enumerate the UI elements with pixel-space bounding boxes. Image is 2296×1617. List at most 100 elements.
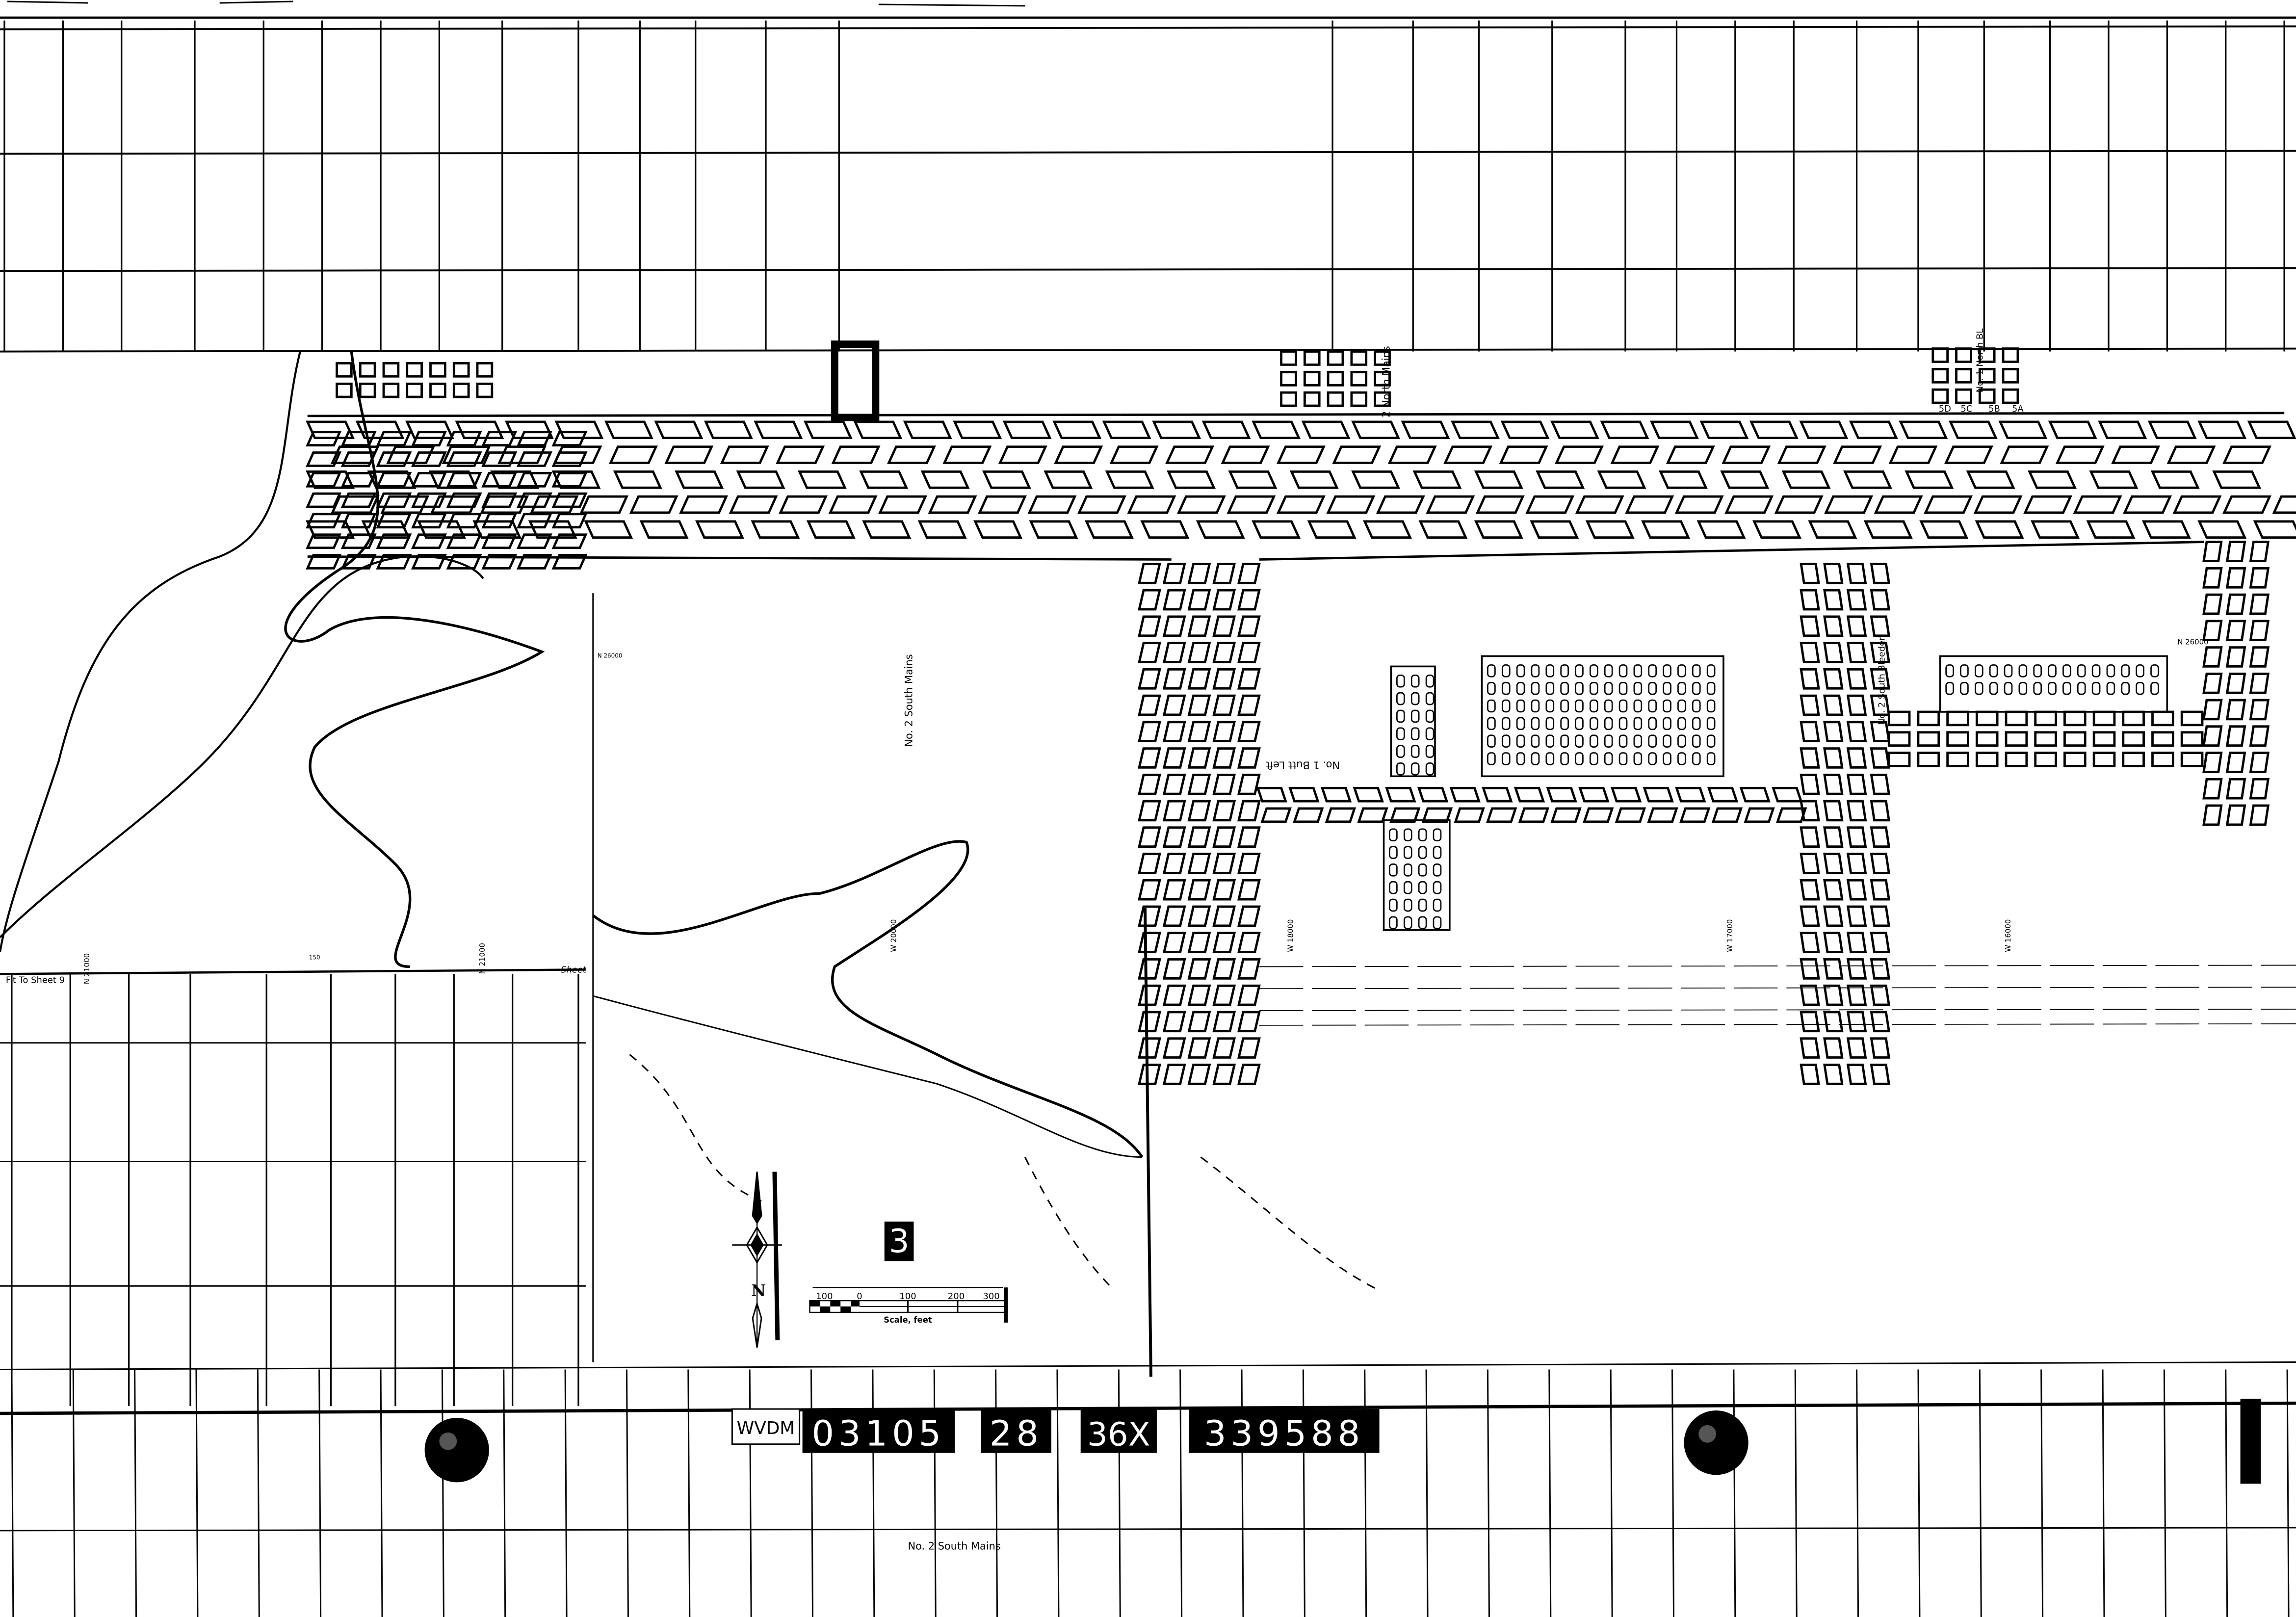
coal-pillar [1946,731,1969,747]
scale-tick-label: 100 [899,1291,916,1302]
coal-pillar [340,554,377,570]
coal-pillar [1870,800,1891,822]
coal-pillar [1658,470,1708,489]
coal-pillar [1615,807,1646,823]
coal-pillar [516,492,552,508]
coal-pillar [613,470,662,489]
room-pillar [1692,699,1701,713]
coal-pillar [1955,388,1972,404]
coal-pillar [2151,731,2174,747]
coal-pillar [1777,445,1826,464]
grid-line [2102,1369,2105,1617]
room-pillar [2077,664,2086,678]
coal-pillar [1374,350,1391,366]
room-pillar [1418,863,1427,877]
coal-pillar [516,533,552,549]
coal-pillar [1823,721,1844,743]
coal-pillar [1887,752,1911,767]
coal-pillar [1027,495,1077,514]
coal-pillar [2197,520,2247,539]
coal-pillar [1948,420,1998,440]
room-pillar [1403,863,1412,877]
room-pillar [1545,752,1555,765]
room-pillar [1487,734,1496,748]
coal-pillar [406,382,423,398]
coal-pillar [1176,495,1226,514]
coal-pillar [1212,694,1236,716]
coal-pillar [1212,721,1236,743]
coal-pillar [1650,420,1699,440]
coal-pillar [306,533,342,549]
coal-pillar [1326,495,1376,514]
coal-pillar [1870,668,1891,690]
coal-pillar [1187,984,1211,1006]
coal-pillar [920,470,970,489]
room-pillar [1389,881,1398,894]
sheet-grid [0,16,2296,1617]
coal-pillar [1138,642,1161,663]
coal-pillar [2202,620,2223,642]
coal-pillar [1044,470,1093,489]
coal-pillar [446,451,482,467]
coal-pillar [1772,786,1803,803]
room-pillar [1433,881,1442,894]
coal-pillar [2180,710,2204,727]
coal-pillar [306,471,342,488]
coal-pillar [2000,445,2049,464]
film-frame-box [981,1409,1052,1453]
room-pillar [1945,664,1954,678]
room-pillar [1501,699,1511,713]
room-pillar [1389,898,1398,912]
coal-pillar [928,495,977,514]
coal-pillar [1833,445,1882,464]
coal-pillar [1187,668,1211,690]
coal-pillar [1417,786,1449,803]
room-pillar [2062,681,2071,695]
coal-pillar [1846,668,1867,690]
coal-pillar [1846,721,1867,743]
room-pillar [1487,752,1496,765]
contour-line [0,351,301,952]
coal-pillar [1870,773,1891,795]
coal-pillar [405,420,454,440]
coal-pillar [1849,420,1898,440]
room-pillar [1531,681,1540,695]
fit-to-sheet-note: Fit To Sheet 9 [6,975,65,985]
scale-label: Scale, feet [884,1315,932,1325]
grid-line [503,1369,506,1617]
room-pillar [1516,664,1525,678]
room-pillar [1648,734,1657,748]
coal-pillar [1303,370,1321,387]
coal-pillar [1451,420,1500,440]
coal-pillar [1536,470,1585,489]
room-pillar [1633,681,1643,695]
coal-pillar [1138,615,1161,637]
coal-pillar [1280,391,1297,407]
coal-pillar [1870,905,1891,927]
coal-pillar [429,382,446,398]
coal-pillar [1525,495,1575,514]
grid-line [0,1401,2296,1415]
coal-pillar [1870,958,1891,980]
grid-line [0,1527,2296,1532]
room-pillar [1945,681,1954,695]
coal-pillar [2202,804,2223,826]
coal-pillar [1162,668,1186,690]
room-pillar [1618,752,1628,765]
room-pillar [1575,734,1584,748]
coal-pillar [1800,615,1820,637]
coal-pillar [859,470,909,489]
coal-pillar [1138,932,1161,953]
coal-pillar [336,362,353,378]
coal-pillar [1752,520,1801,539]
coal-pillar [1887,710,1911,727]
coal-pillar [1387,445,1437,464]
coal-pillar [306,492,342,508]
coal-pillar [1474,520,1523,539]
coal-pillar [2086,520,2136,539]
coal-pillar [1138,958,1161,980]
film-prefix-box [731,1408,801,1445]
room-pillar [1560,664,1569,678]
north-label: N [751,1281,766,1300]
coal-pillar [1846,826,1867,848]
